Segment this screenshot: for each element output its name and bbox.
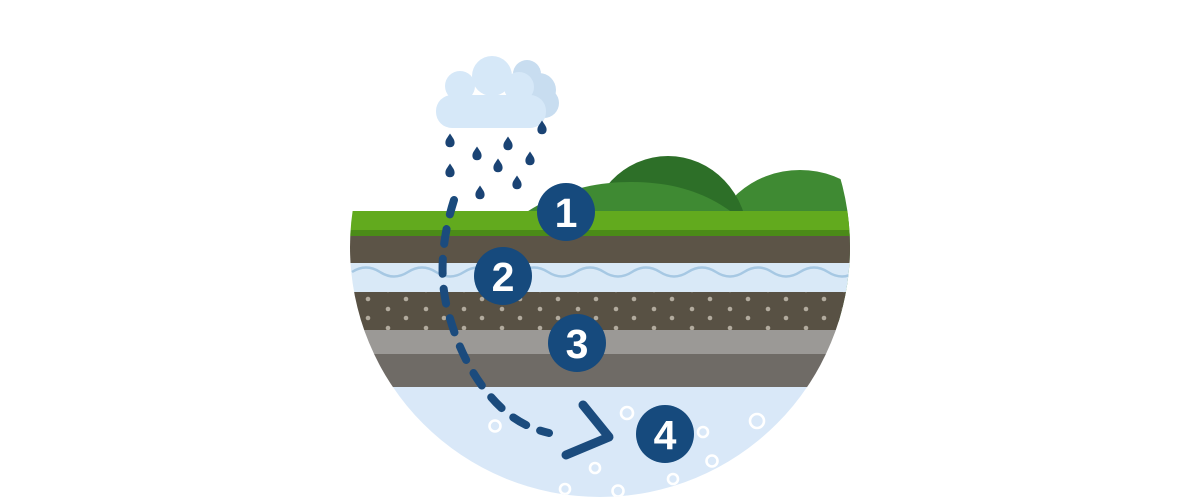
bubble-icon (558, 482, 572, 496)
layer-grass (350, 211, 850, 230)
step-badge-1: 1 (537, 183, 595, 241)
step-badge-2: 2 (474, 247, 532, 305)
step-badge-3: 3 (548, 314, 606, 372)
groundwater-bubbles (488, 405, 766, 497)
step-badge-4-circle (636, 405, 694, 463)
bubble-icon (705, 454, 719, 468)
step-number-2: 2 (492, 254, 515, 300)
bubble-icon (619, 405, 635, 421)
layer-water-table (350, 263, 850, 292)
water-table-wave (351, 266, 850, 278)
rain-cloud-icon (436, 56, 559, 128)
step-badge-2-circle (474, 247, 532, 305)
bubble-icon (488, 419, 502, 433)
step-badge-1-circle (537, 183, 595, 241)
step-number-4: 4 (654, 412, 677, 458)
infiltration-arrowhead-icon (561, 400, 614, 460)
step-badge-4: 4 (636, 405, 694, 463)
step-badge-3-circle (548, 314, 606, 372)
bubble-icon (748, 412, 766, 430)
bubble-icon (666, 472, 680, 486)
sediment-speckles (350, 292, 850, 330)
layer-topsoil (350, 236, 850, 263)
cloud-front-puff (436, 56, 546, 128)
bubble-icon (696, 425, 710, 439)
layer-grass-edge (350, 230, 850, 236)
step-number-3: 3 (566, 321, 589, 367)
infiltration-arrow-path (438, 196, 553, 437)
bubble-icon (588, 461, 602, 475)
step-number-1: 1 (555, 190, 578, 236)
